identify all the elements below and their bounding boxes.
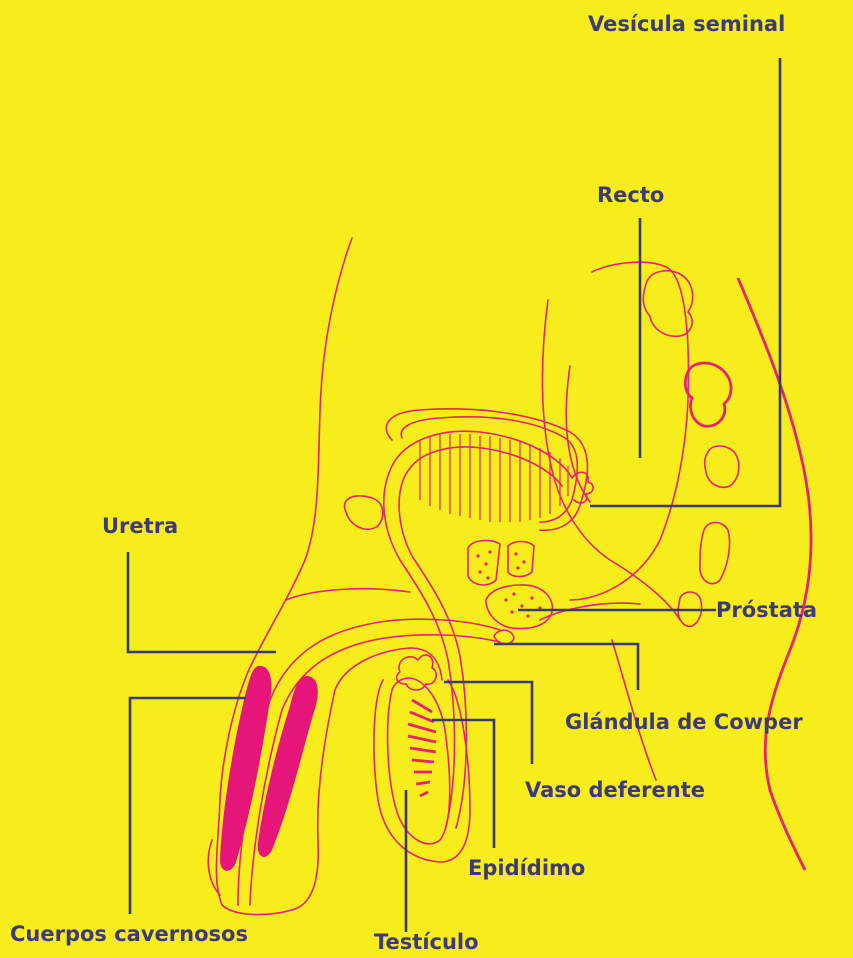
body-front-outline	[248, 238, 352, 672]
label-vesicula-seminal: Vesícula seminal	[588, 14, 785, 35]
label-vaso-deferente: Vaso deferente	[525, 780, 705, 801]
anatomy-drawing	[208, 238, 811, 915]
prostate-lobe-right	[508, 542, 534, 577]
back-outline	[738, 278, 811, 870]
bladder-hatching	[420, 434, 568, 522]
vertebra-4	[700, 523, 730, 584]
vertebra-1	[643, 271, 692, 336]
label-prostata: Próstata	[716, 600, 817, 621]
urethra-line-3	[286, 589, 410, 600]
testicle-striations	[408, 700, 436, 796]
label-testiculo: Testículo	[374, 932, 479, 953]
prostate-lobe-left	[468, 541, 500, 585]
pubic-bone-outline	[344, 496, 382, 529]
bladder-outer	[386, 409, 587, 530]
vas-deferens-outer	[384, 431, 572, 830]
label-cuerpos-cavernosos: Cuerpos cavernosos	[10, 924, 248, 945]
anal-canal	[540, 603, 640, 620]
epididymis-coil	[397, 655, 437, 690]
rectum-outer	[542, 300, 680, 620]
label-epididimo: Epidídimo	[468, 858, 585, 879]
glans-outline	[208, 840, 220, 895]
rectum-wall	[570, 262, 688, 600]
vertebra-3	[705, 446, 739, 487]
label-uretra: Uretra	[102, 516, 178, 537]
leader-uretra	[128, 552, 276, 652]
prostate-dots	[476, 550, 541, 617]
prostate-outline	[486, 585, 552, 629]
vertebra-2	[685, 363, 731, 426]
label-recto: Recto	[597, 185, 664, 206]
leader-epididimo	[432, 720, 494, 848]
leader-vaso	[444, 682, 532, 764]
label-glandula-cowper: Glándula de Cowper	[565, 712, 803, 733]
